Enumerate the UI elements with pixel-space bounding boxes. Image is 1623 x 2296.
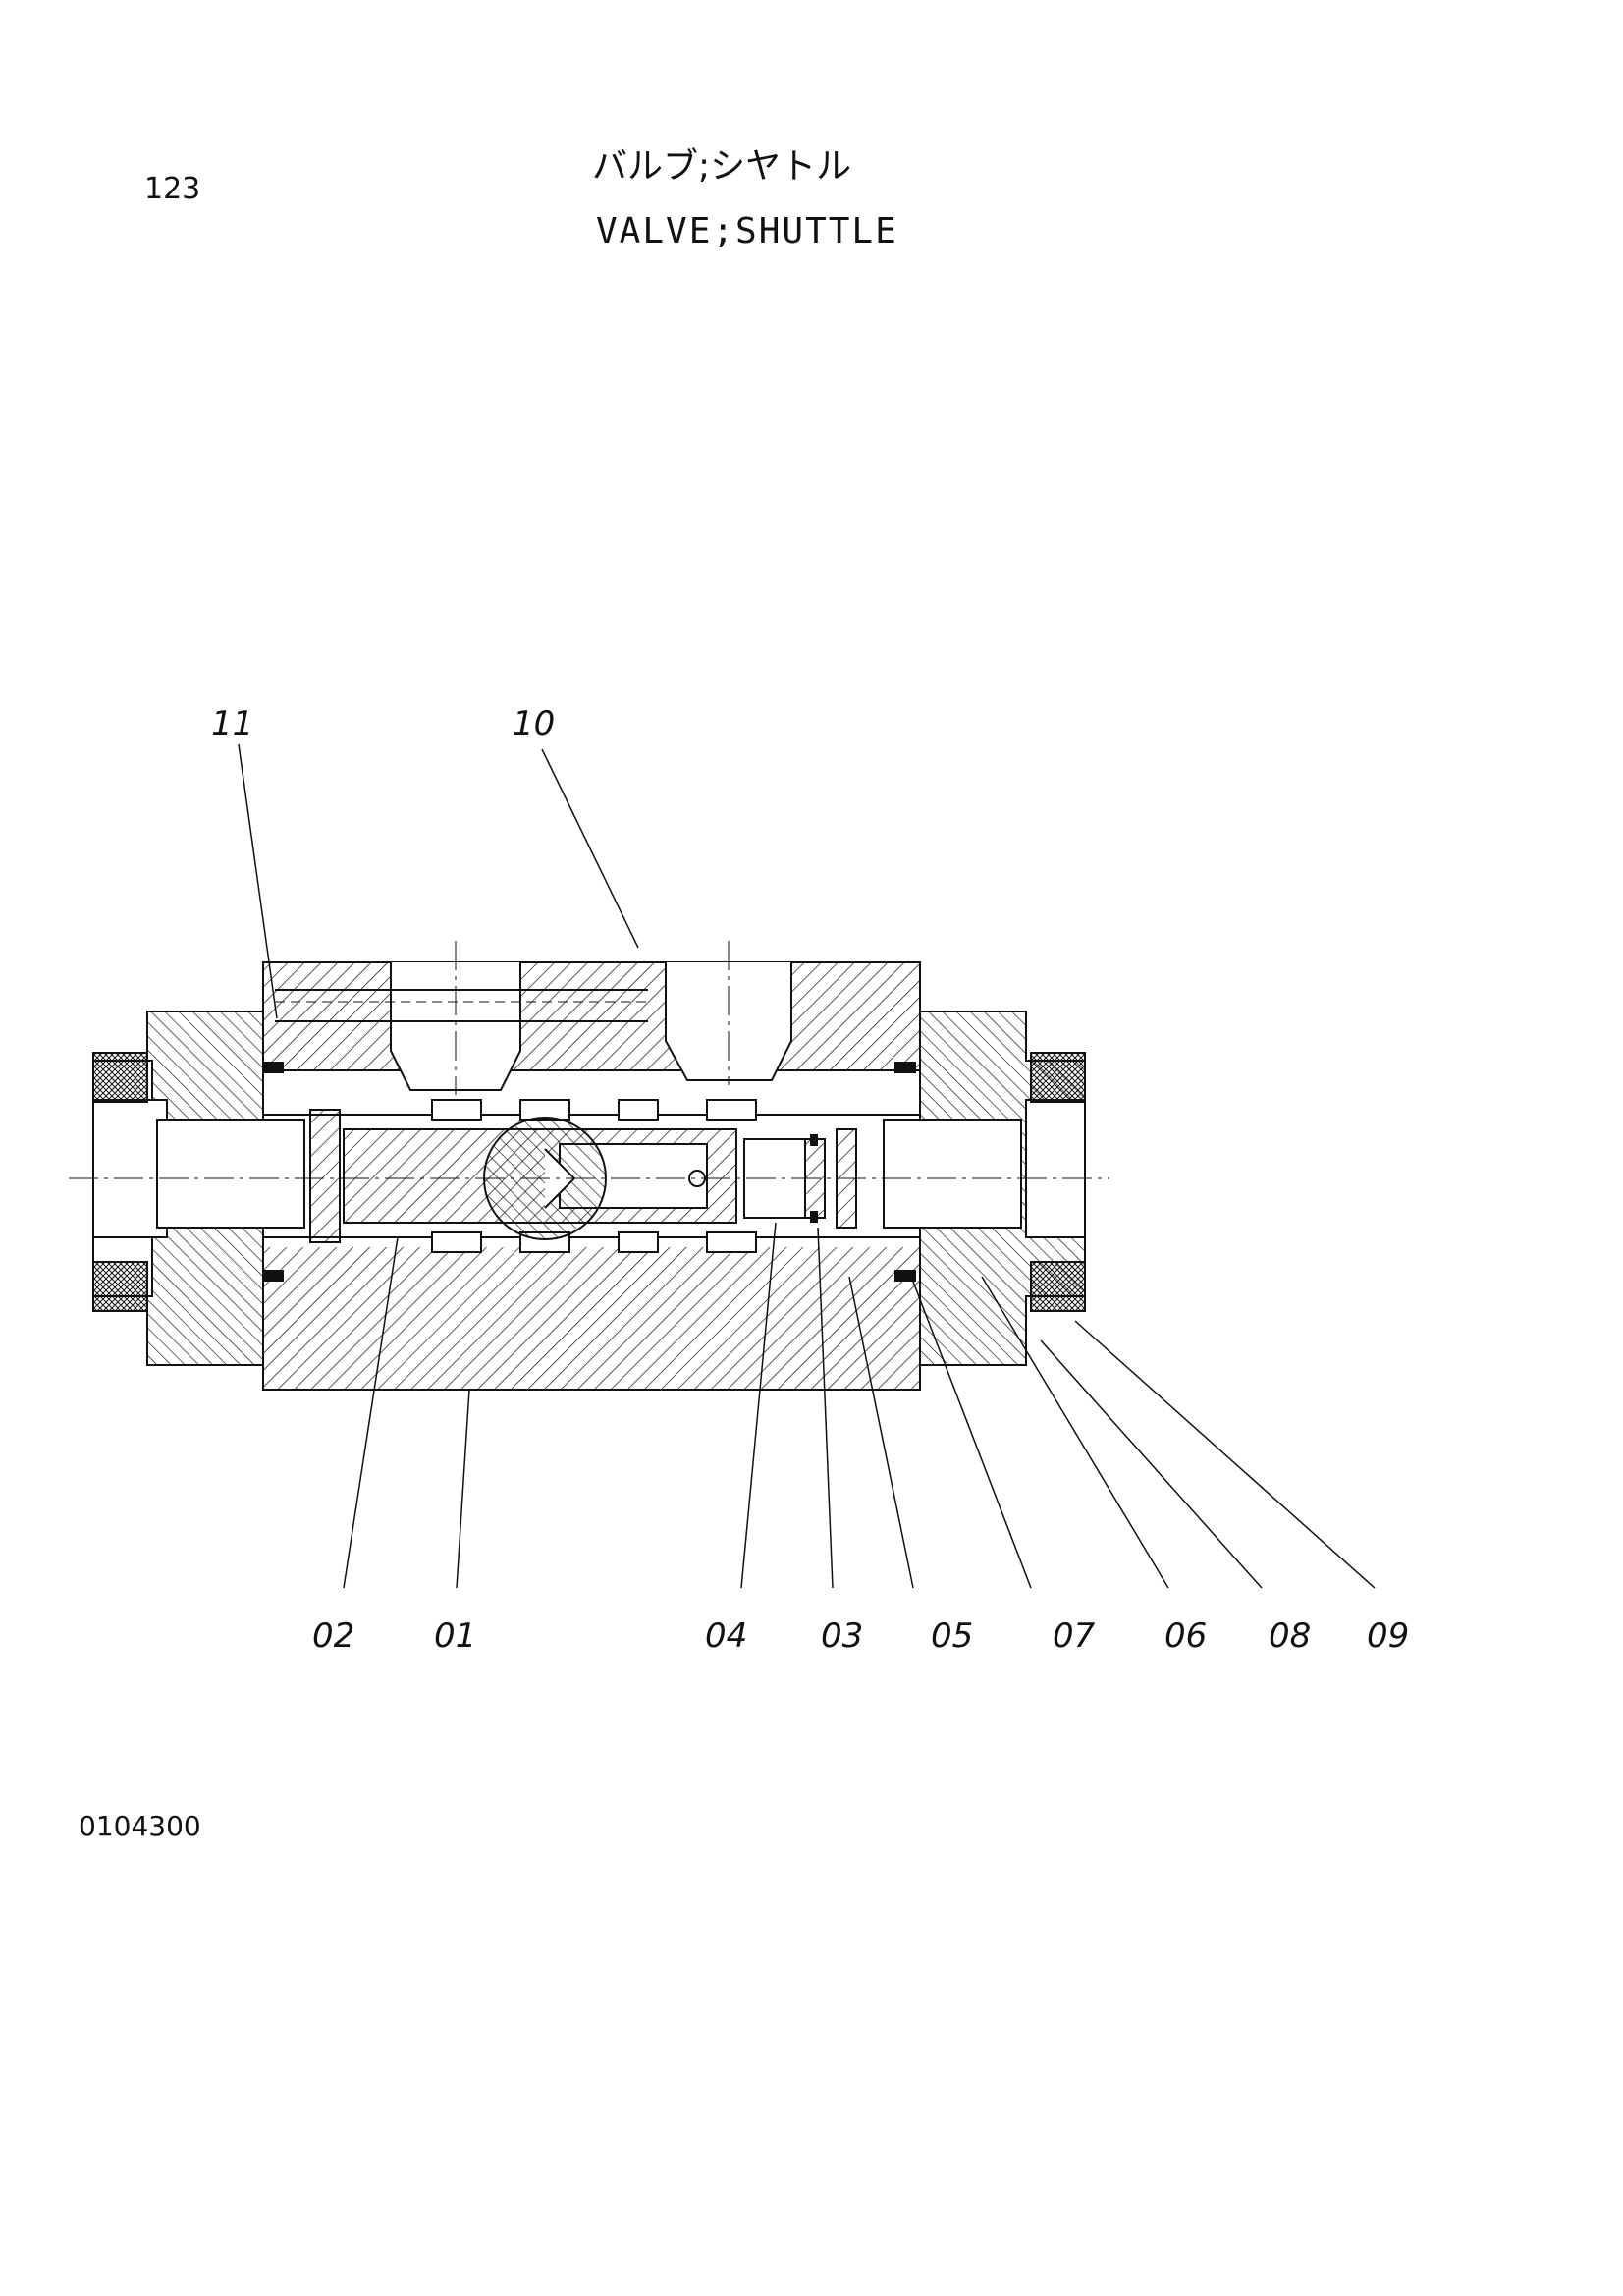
callout-02: 02 [312, 1616, 354, 1656]
callout-11: 11 [211, 704, 253, 743]
callout-01: 01 [434, 1616, 476, 1656]
drawing-number: 0104300 [79, 1810, 201, 1842]
callout-09: 09 [1367, 1616, 1409, 1656]
callout-08: 08 [1269, 1616, 1311, 1656]
callout-10: 10 [513, 704, 555, 743]
leader-lines [238, 743, 1376, 1589]
callout-07: 07 [1053, 1616, 1096, 1656]
title-english: VALVE;SHUTTLE [596, 211, 898, 251]
callout-06: 06 [1164, 1616, 1207, 1656]
center-lines [69, 941, 1109, 1179]
callout-labels: 11 10 02 01 04 03 05 07 06 08 09 [211, 704, 1409, 1656]
callout-05: 05 [931, 1616, 973, 1656]
callout-04: 04 [705, 1616, 747, 1656]
seals [262, 1062, 916, 1282]
right-end-cap [883, 1011, 1086, 1366]
page-number: 123 [144, 172, 201, 206]
title-japanese: バルブ;シヤトル [592, 146, 852, 187]
callout-03: 03 [821, 1616, 863, 1656]
left-retainer [309, 1109, 341, 1243]
